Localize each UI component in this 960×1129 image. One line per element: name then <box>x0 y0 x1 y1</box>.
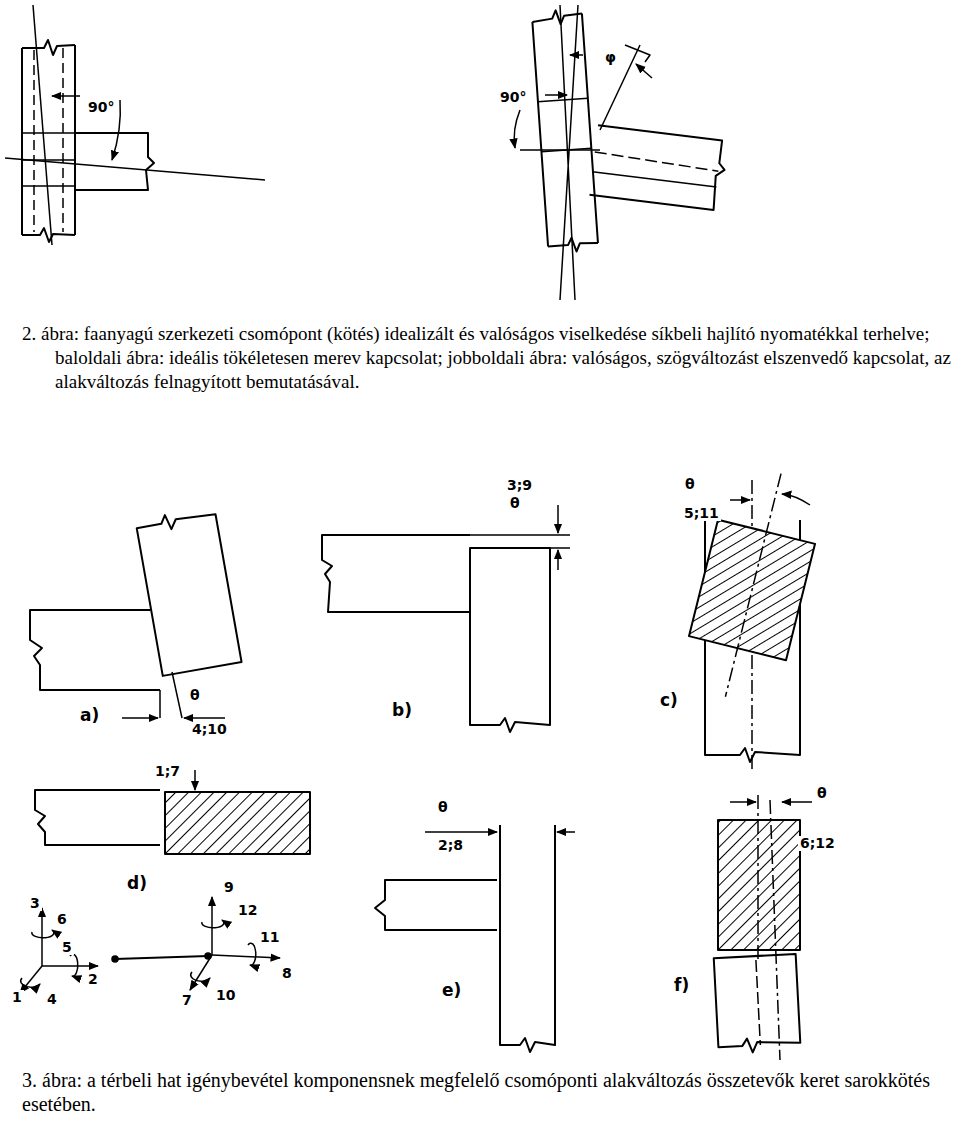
angle-symbol: θ <box>815 786 829 801</box>
angle-symbol: θ <box>188 688 202 703</box>
axis-number: 4 <box>45 992 59 1007</box>
callout-number: 1;7 <box>153 764 182 779</box>
figure-label: f) <box>672 975 691 995</box>
axis-number: 11 <box>258 930 281 945</box>
axis-number: 6 <box>55 912 69 927</box>
axis-number: 8 <box>280 966 294 981</box>
axis-number: 5 <box>60 940 74 955</box>
axis-number: 7 <box>180 993 194 1008</box>
callout-number: 5;11 <box>682 506 721 521</box>
callout-number: 3;9 <box>505 478 534 493</box>
figure-label: e) <box>440 980 463 1000</box>
angle-symbol: θ <box>508 496 522 511</box>
angle-symbol: θ <box>683 477 697 492</box>
callout-number: 6;12 <box>798 836 837 851</box>
coordinate-axes <box>20 897 280 993</box>
figure-label: b) <box>390 700 414 720</box>
axis-number: 3 <box>28 896 42 911</box>
figure-label: a) <box>78 705 101 725</box>
torsion-f <box>714 795 812 1060</box>
figure-label: c) <box>658 690 680 710</box>
angle-label: 90° <box>86 100 116 115</box>
figure-caption: 2. ábra: faanyagú szerkezeti csomópont (… <box>22 322 960 394</box>
axis-number: 2 <box>86 972 100 987</box>
rotation-a <box>30 506 242 718</box>
callout-number: 4;10 <box>190 722 229 737</box>
translation-b <box>322 505 570 732</box>
axis-number: 1 <box>10 990 24 1005</box>
axis-number: 9 <box>222 880 236 895</box>
angle-symbol: φ <box>603 50 618 65</box>
axis-number: 10 <box>214 988 237 1003</box>
figure-caption: 3. ábra: a térbeli hat igénybevétel komp… <box>22 1068 952 1116</box>
shift-d <box>35 770 310 854</box>
rotation-e <box>375 825 575 1052</box>
angle-symbol: θ <box>436 800 450 815</box>
angle-label: 90° <box>498 90 528 105</box>
deformed-joint <box>514 5 728 300</box>
axis-number: 12 <box>236 903 259 918</box>
callout-number: 2;8 <box>436 838 465 853</box>
twist-c <box>677 461 830 770</box>
rigid-joint <box>5 5 265 245</box>
figure-label: d) <box>125 873 149 893</box>
